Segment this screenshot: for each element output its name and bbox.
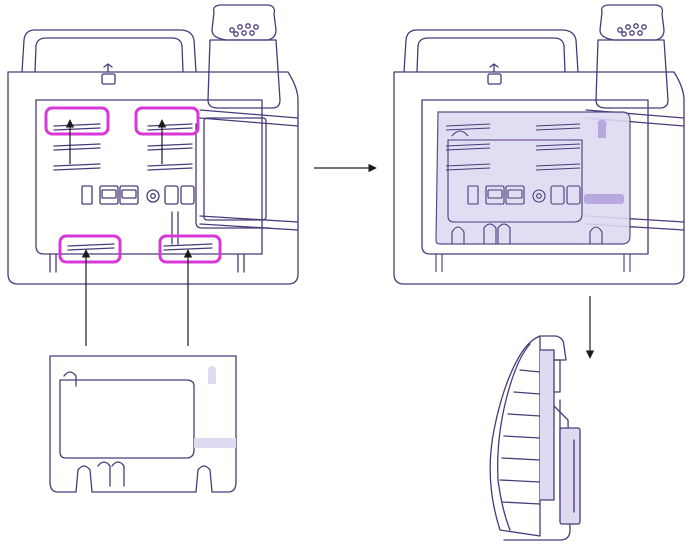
highlight-top-right — [134, 106, 200, 136]
usb-port-icon — [101, 73, 116, 85]
handset-icon — [207, 4, 281, 109]
phone-back-view-1 — [7, 4, 299, 285]
highlight-bottom-left — [58, 234, 122, 264]
slot-group — [53, 123, 213, 251]
phone-side-view — [489, 335, 581, 541]
phone-stand-top — [21, 29, 197, 73]
attached-bracket — [435, 111, 631, 272]
phone-back-view-2 — [393, 4, 685, 285]
keyhole-icon — [208, 366, 216, 384]
keyhole-icon-2 — [597, 119, 607, 138]
highlight-top-left — [44, 106, 110, 136]
highlight-bottom-right — [158, 234, 222, 264]
ports-row — [81, 185, 195, 205]
handset-icon-2 — [595, 4, 669, 109]
wall-mount-bracket — [49, 355, 237, 493]
phone-body — [7, 71, 299, 285]
bracket-arrows — [81, 249, 193, 346]
slot-highlights — [44, 106, 222, 264]
slot-arrows — [65, 119, 167, 164]
